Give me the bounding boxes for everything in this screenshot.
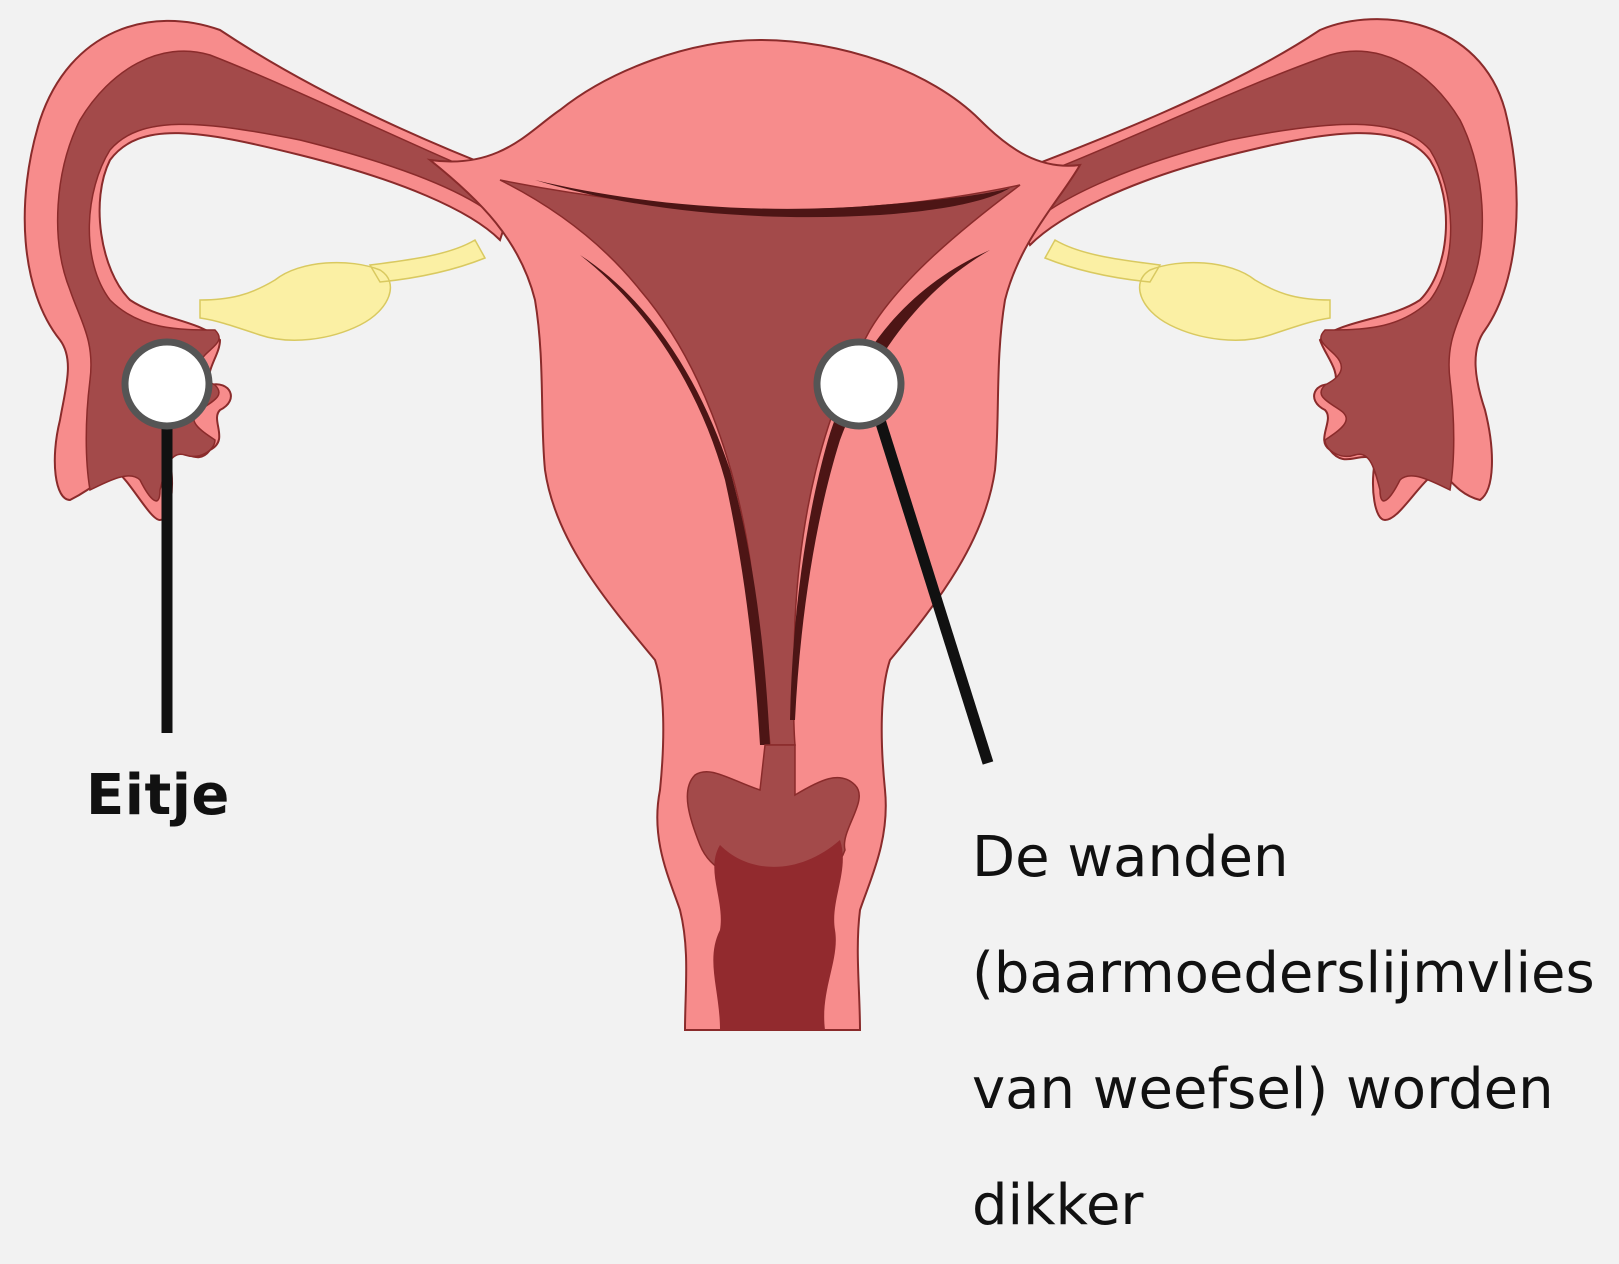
cervical-canal [713, 840, 843, 1030]
diagram-stage: Eitje De wanden (baarmoederslijmvlies va… [0, 0, 1619, 1211]
egg-marker [125, 342, 209, 426]
right-ovary [1045, 240, 1330, 340]
walls-label-line-3: van weefsel) worden [972, 1032, 1612, 1148]
egg-label: Eitje [86, 763, 230, 828]
walls-label-line-2: (baarmoederslijmvlies [972, 916, 1612, 1032]
walls-label: De wanden (baarmoederslijmvlies van weef… [972, 800, 1612, 1264]
wall-marker [817, 342, 901, 426]
walls-label-line-1: De wanden [972, 800, 1612, 916]
walls-label-line-4: dikker [972, 1148, 1612, 1264]
left-ovary [200, 240, 485, 340]
